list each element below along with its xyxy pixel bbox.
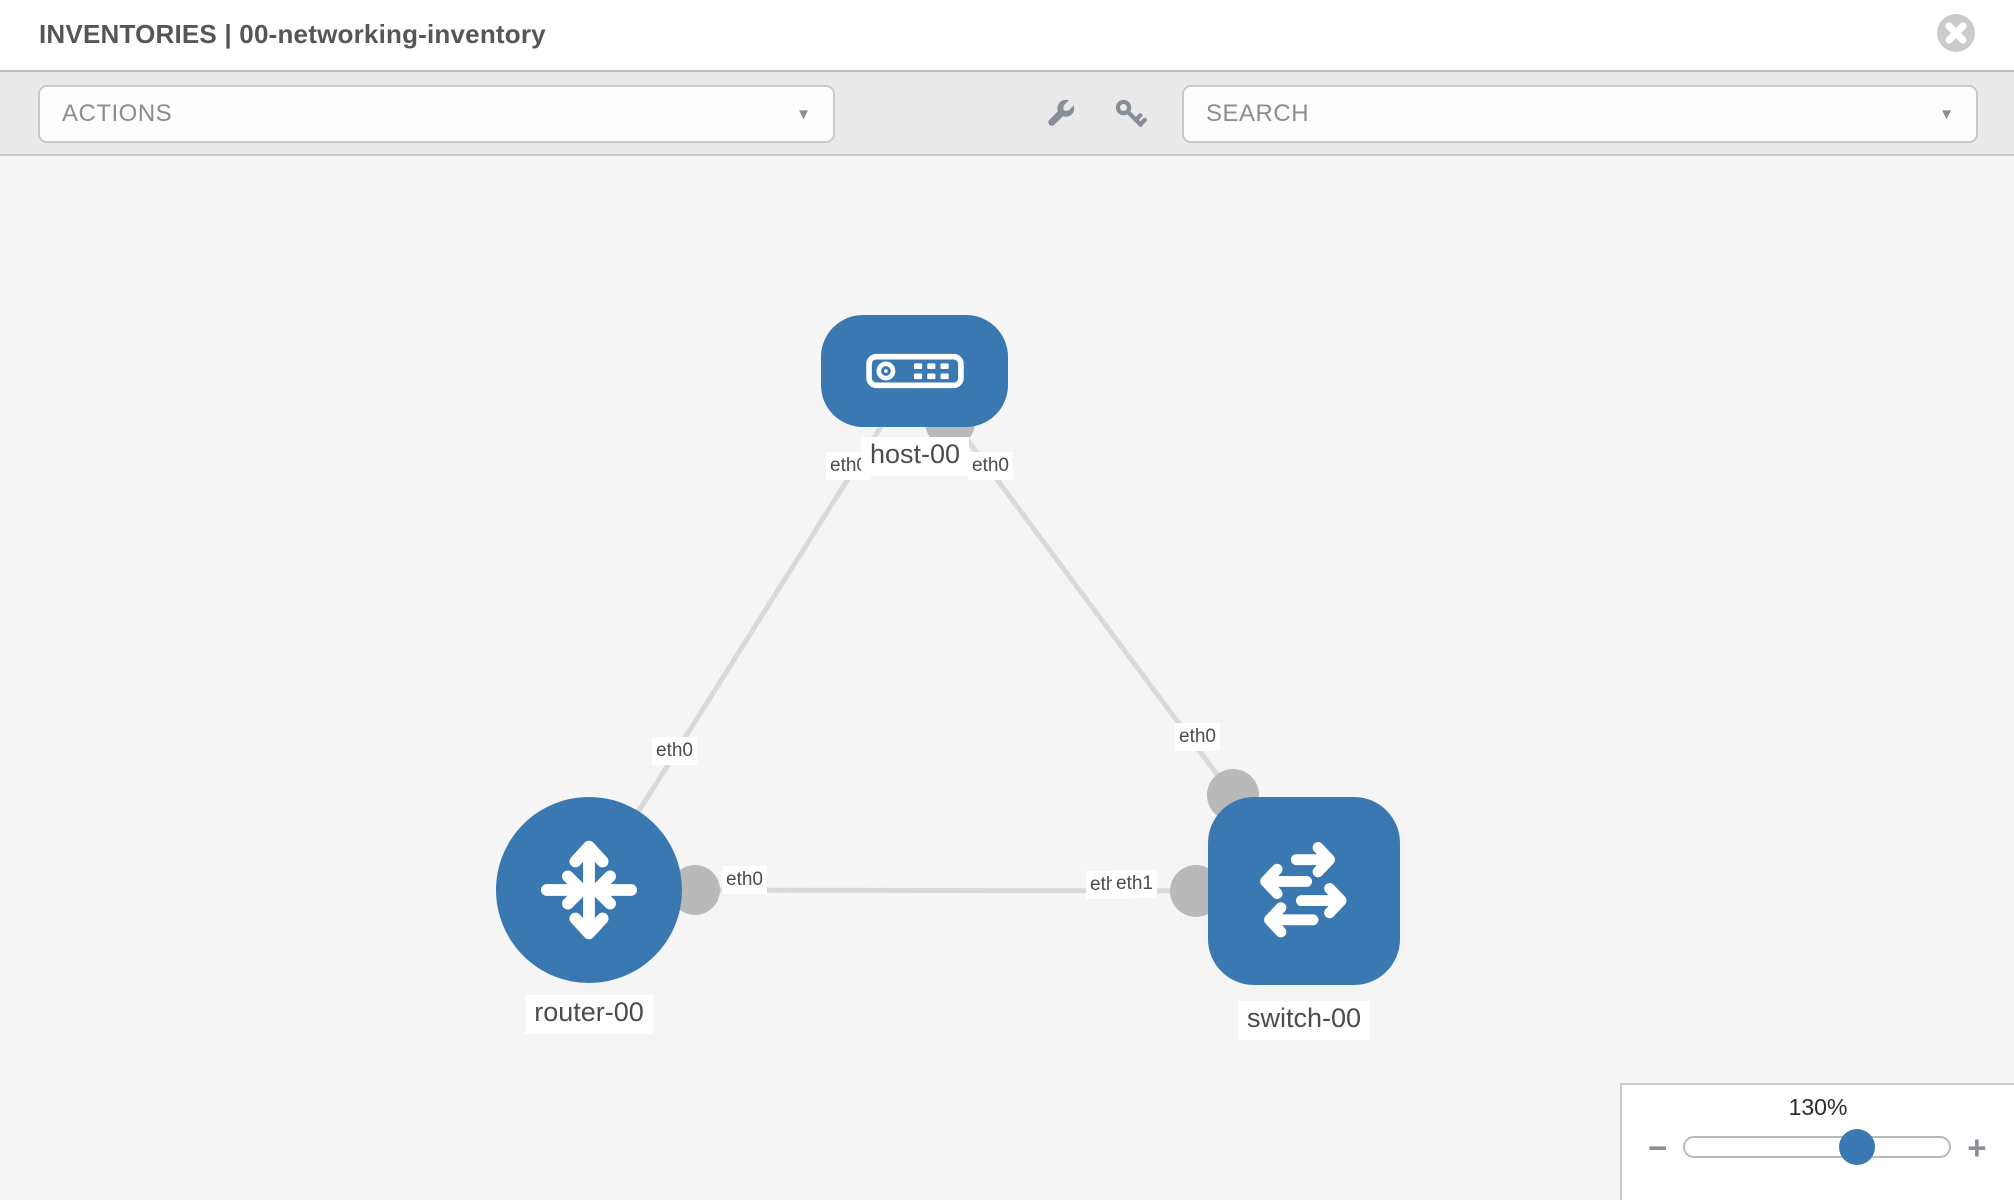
key-icon[interactable]: [1112, 96, 1150, 134]
node-switch-00[interactable]: [1208, 797, 1400, 985]
zoom-panel: 130% − +: [1620, 1083, 2014, 1200]
toolbar-icons: [1040, 72, 1150, 158]
links-layer: [586, 369, 1307, 917]
node-label-router-00: router-00: [525, 995, 653, 1034]
header: INVENTORIES | 00-networking-inventory: [0, 0, 2014, 70]
page-title: INVENTORIES | 00-networking-inventory: [39, 19, 546, 49]
interface-label: eth0: [652, 737, 697, 765]
chevron-down-icon: ▼: [796, 105, 811, 123]
interface-connector[interactable]: [670, 865, 720, 915]
search-dropdown[interactable]: SEARCH ▼: [1182, 85, 1978, 143]
zoom-level: 130%: [1788, 1094, 1848, 1120]
interface-label: eth0: [722, 866, 767, 894]
chevron-down-icon: ▼: [1939, 105, 1954, 123]
wrench-icon[interactable]: [1040, 96, 1078, 134]
node-host-00[interactable]: [821, 315, 1008, 427]
zoom-slider-thumb[interactable]: [1839, 1129, 1876, 1165]
close-icon: [1937, 14, 1975, 52]
switch-arrows-icon: [1260, 842, 1347, 938]
server-icon: [865, 353, 964, 389]
router-arrows-icon: [540, 840, 638, 940]
actions-dropdown-label: ACTIONS: [62, 100, 173, 127]
node-label-switch-00: switch-00: [1237, 1001, 1371, 1040]
node-router-00[interactable]: [496, 797, 682, 983]
zoom-slider-row: − +: [1622, 1127, 2014, 1167]
zoom-in-button[interactable]: +: [1967, 1128, 1987, 1166]
node-label-host-00: host-00: [860, 437, 970, 476]
interface-label: eth0: [1175, 723, 1220, 751]
zoom-out-button[interactable]: −: [1648, 1128, 1668, 1166]
zoom-slider[interactable]: [1683, 1129, 1952, 1165]
search-dropdown-label: SEARCH: [1206, 100, 1310, 127]
toolbar: ACTIONS ▼ SEAR: [0, 70, 2014, 156]
interface-label: eth1: [1112, 870, 1157, 898]
actions-dropdown[interactable]: ACTIONS ▼: [38, 85, 835, 143]
topology-canvas[interactable]: eth0 eth0 eth0 eth0 eth0 eth0 eth1 host-…: [0, 156, 2014, 1200]
close-button[interactable]: [1936, 13, 1976, 53]
interface-label: eth0: [968, 452, 1013, 480]
